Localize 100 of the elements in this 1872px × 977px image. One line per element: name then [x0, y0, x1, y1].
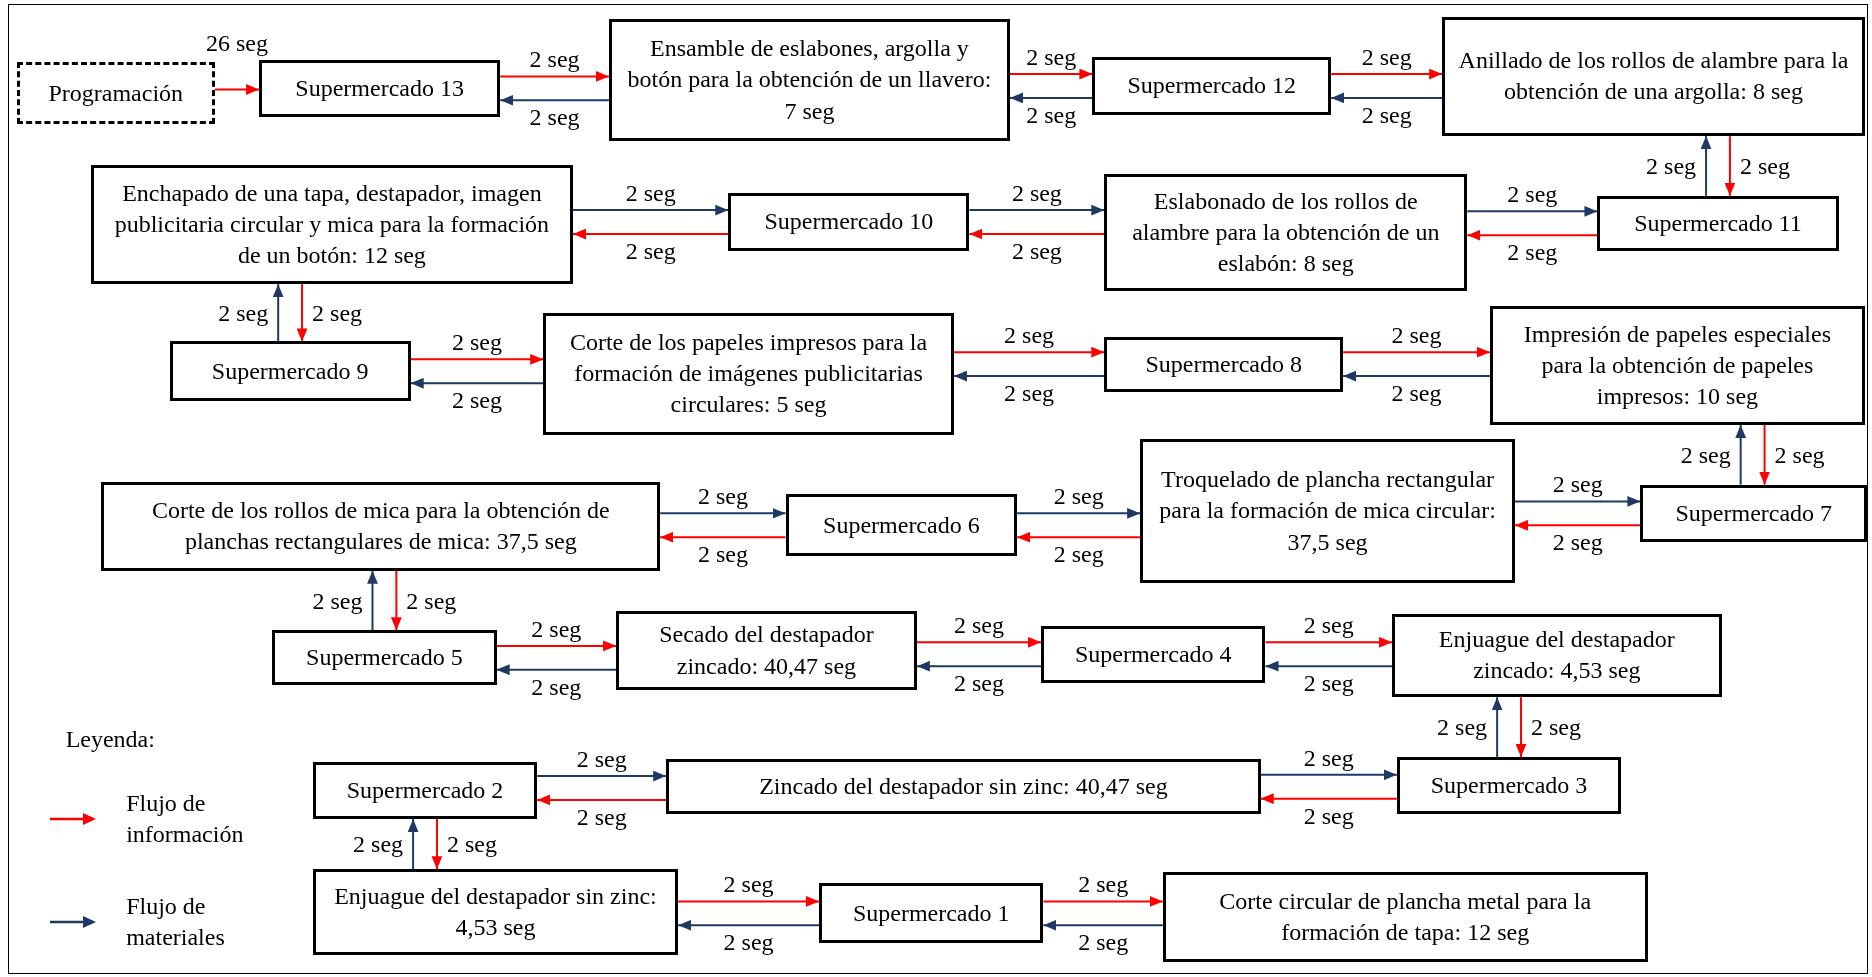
node-text: Enjuague del destapador zincado: 4,53 seg: [1437, 625, 1676, 686]
supermarket-box: [272, 630, 497, 686]
arrow: [968, 228, 1106, 240]
arrow: [1016, 531, 1142, 543]
process-box: [312, 869, 679, 956]
arrow: [499, 71, 610, 82]
arrow: [213, 84, 261, 95]
node-text: Corte circular de plancha metal para la formación de tapa: 12 seg: [1218, 886, 1593, 947]
arrow: [677, 895, 820, 907]
node-text: Enjuague del destapador sin zinc: 4,53 seg: [333, 881, 658, 943]
supermarket-box: [819, 883, 1044, 944]
arrow: [659, 531, 787, 543]
arrow: [495, 640, 618, 652]
node-text: Supermercado 12: [1127, 71, 1297, 101]
node-text: Supermercado 11: [1634, 208, 1802, 238]
arrow: [1042, 919, 1164, 931]
node-text: Supermercado 13: [295, 73, 464, 103]
legend-text: Flujo de información: [126, 788, 245, 850]
arrow: [367, 569, 378, 632]
process-box: [1442, 16, 1865, 137]
supermarket-box: [785, 494, 1018, 557]
supermarket-box: [259, 59, 501, 117]
arrow: [1342, 346, 1491, 358]
node-text: Impresión de papeles especiales para la obtención de papeles impresos: 10 seg: [1522, 319, 1832, 411]
supermarket-box: [1396, 756, 1622, 815]
node-text: Eslabonado de los rollos de alambre para la obtención de un eslabón: 8 seg: [1131, 187, 1441, 279]
node-text: Enchapado de una tapa, destapador, imagen publicitaria circular y mica para la formación de un botón: 12 seg: [113, 178, 551, 271]
supermarket-box: [1640, 484, 1868, 542]
node-text: Supermercado 7: [1675, 498, 1833, 528]
arrow: [1514, 496, 1642, 507]
arrow: [1515, 696, 1527, 758]
node-text: Supermercado 2: [346, 775, 504, 805]
node-text: Supermercado 3: [1430, 770, 1588, 800]
node-text: Corte de los rollos de mica para la obtención de planchas rectangulares de mica: 37,5 seg: [150, 496, 611, 557]
process-box: [1140, 439, 1515, 583]
node-text: Zincado del destapador sin zinc: 40,47 seg: [759, 772, 1168, 802]
arrow: [431, 818, 443, 871]
arrow: [1009, 68, 1094, 80]
arrow: [1264, 636, 1394, 648]
arrow: [1759, 424, 1770, 486]
supermarket-box: [1092, 57, 1332, 115]
supermarket-box: [728, 193, 970, 251]
arrow: [1042, 895, 1164, 907]
planning-box: [16, 62, 215, 125]
node-text: Supermercado 6: [823, 510, 980, 540]
process-box: [90, 164, 574, 285]
arrow: [915, 636, 1043, 648]
node-text: Anillado de los rollos de alambre para la obtención de una argolla: 8 seg: [1457, 46, 1850, 107]
node-text: Supermercado 9: [211, 356, 369, 386]
node-text: Programación: [48, 78, 184, 108]
arrow: [272, 283, 284, 343]
arrow: [1724, 135, 1736, 197]
process-box: [666, 759, 1261, 815]
arrow: [1259, 793, 1398, 805]
node-text: Supermercado 1: [852, 898, 1010, 928]
arrow: [1259, 769, 1398, 781]
arrow: [1330, 92, 1444, 104]
supermarket-box: [1041, 625, 1266, 683]
arrow: [1264, 660, 1394, 672]
arrow: [572, 228, 730, 240]
process-box: [101, 482, 661, 571]
arrow: [1735, 424, 1747, 486]
legend-title: Leyenda:: [65, 725, 155, 753]
arrow: [1514, 519, 1642, 531]
arrow: [296, 283, 308, 343]
arrow: [1009, 92, 1094, 104]
arrow: [1491, 696, 1503, 758]
arrow: [952, 370, 1106, 382]
node-text: Ensamble de eslabones, argolla y botón para la obtención de un llavero: 7 seg: [626, 34, 993, 126]
node-text: Supermercado 10: [764, 207, 934, 237]
supermarket-box: [1597, 195, 1839, 251]
arrow: [409, 377, 545, 389]
arrow: [1466, 229, 1599, 241]
arrow: [407, 818, 419, 871]
supermarket-box: [312, 761, 538, 819]
node-text: Secado del destapador zincado: 40,47 seg: [658, 620, 875, 681]
arrow: [1342, 370, 1491, 382]
arrow: [915, 660, 1043, 672]
arrow: [1466, 205, 1599, 217]
arrow: [536, 794, 668, 806]
process-box: [1104, 174, 1468, 292]
process-box: [1162, 871, 1648, 963]
node-text: Troquelado de plancha rectangular para la formación de mica circular: 37,5 seg: [1158, 465, 1497, 557]
legend-text: Flujo de materiales: [126, 891, 226, 952]
arrow: [499, 94, 610, 106]
arrow: [536, 770, 668, 782]
arrow: [968, 204, 1106, 216]
supermarket-box: [169, 341, 411, 402]
node-text: Supermercado 4: [1074, 639, 1232, 669]
node-text: Corte de los papeles impresos para la formación de imágenes publicitarias circulares: 5 seg: [568, 327, 929, 420]
process-box: [543, 312, 954, 435]
arrow: [409, 353, 545, 365]
arrow: [1700, 135, 1712, 197]
process-box: [1392, 613, 1722, 698]
node-text: Supermercado 8: [1145, 349, 1302, 379]
process-box: [608, 19, 1010, 141]
process-box: [1489, 305, 1865, 425]
arrow: [677, 919, 820, 931]
arrow: [659, 507, 787, 519]
node-text: Supermercado 5: [306, 643, 463, 673]
